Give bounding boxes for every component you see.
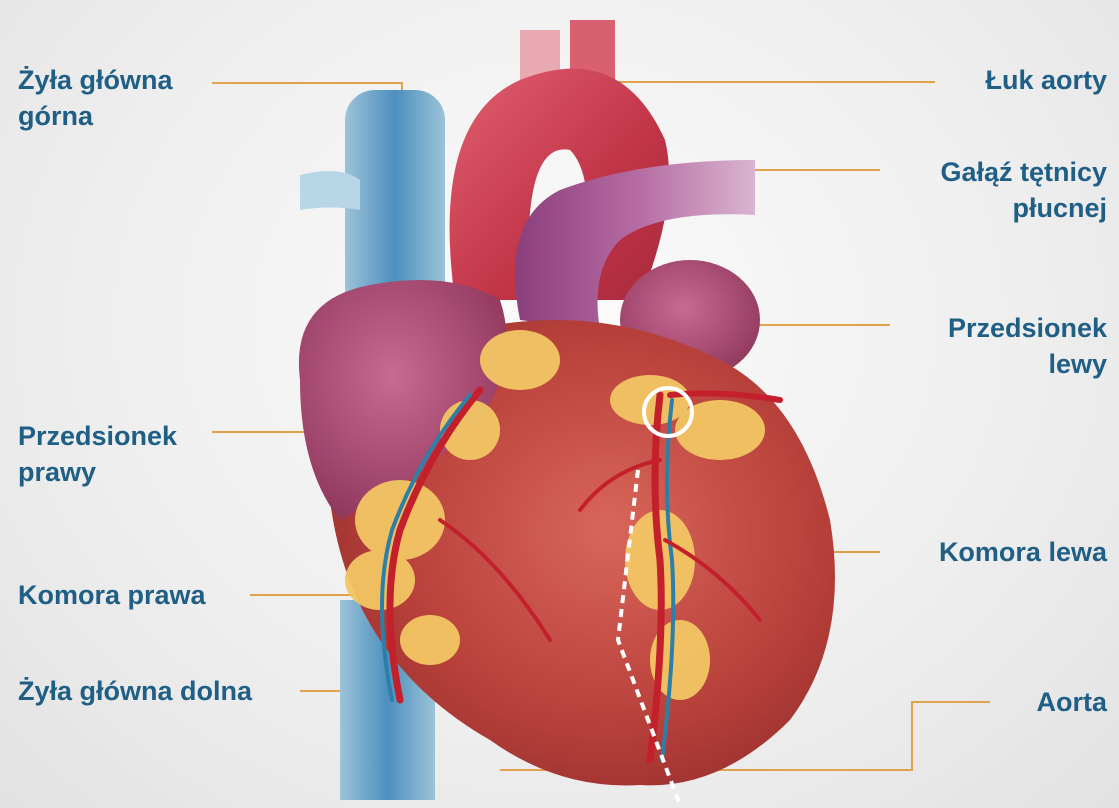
label-left-atrium-line2: lewy (948, 346, 1107, 382)
label-right-ventricle: Komora prawa (18, 577, 206, 613)
label-left-atrium: Przedsionek lewy (948, 310, 1107, 382)
label-pulmonary-branch-line1: Gałąź tętnicy (940, 154, 1107, 190)
label-left-ventricle-text: Komora lewa (939, 537, 1107, 567)
label-aorta-text: Aorta (1036, 687, 1107, 717)
label-pulmonary-artery-branch: Gałąź tętnicy płucnej (940, 154, 1107, 226)
label-inferior-vena-cava-text: Żyła główna dolna (18, 676, 252, 706)
label-left-atrium-line1: Przedsionek (948, 310, 1107, 346)
label-superior-vena-cava-line2: górna (18, 98, 173, 134)
label-aorta: Aorta (1036, 684, 1107, 720)
label-right-atrium-line1: Przedsionek (18, 418, 177, 454)
label-right-atrium-line2: prawy (18, 454, 177, 490)
label-pulmonary-branch-line2: płucnej (940, 190, 1107, 226)
label-superior-vena-cava: Żyła główna górna (18, 62, 173, 134)
label-left-ventricle: Komora lewa (939, 534, 1107, 570)
label-aortic-arch-text: Łuk aorty (985, 65, 1107, 95)
label-superior-vena-cava-line1: Żyła główna (18, 62, 173, 98)
label-aortic-arch: Łuk aorty (985, 62, 1107, 98)
label-right-ventricle-text: Komora prawa (18, 580, 206, 610)
label-right-atrium: Przedsionek prawy (18, 418, 177, 490)
label-inferior-vena-cava: Żyła główna dolna (18, 673, 252, 709)
